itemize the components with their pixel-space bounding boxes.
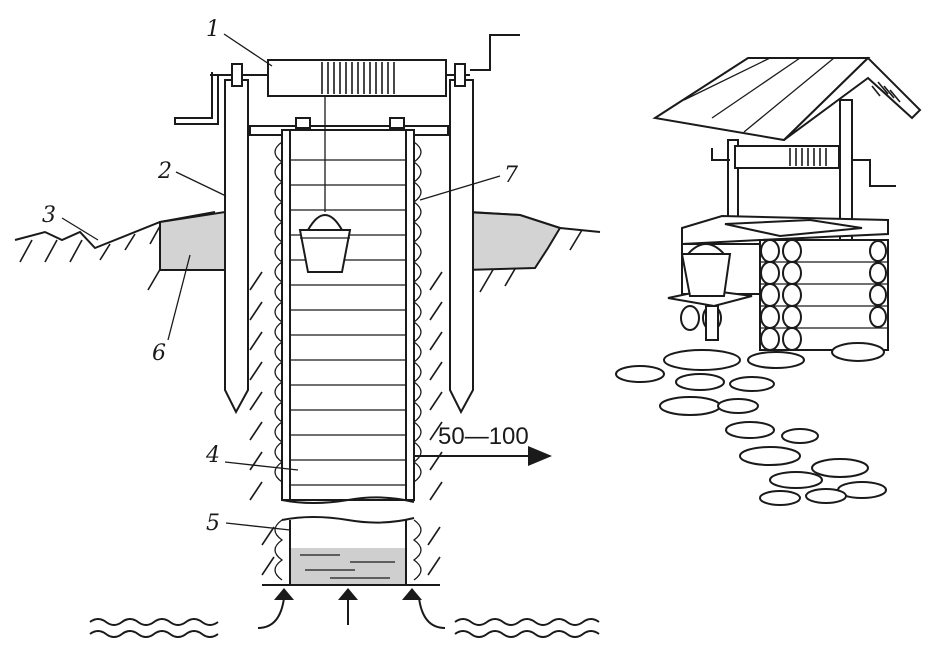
callout-7: 7 (504, 163, 518, 188)
support-posts (224, 79, 474, 415)
stepping-stones (615, 342, 887, 506)
well-shaft (281, 129, 415, 504)
groundwater-inflow (89, 588, 600, 638)
dimension-arrow (414, 446, 552, 466)
callout-3: 3 (42, 203, 56, 228)
water-intake-section (262, 516, 440, 586)
well-house-illustration (615, 56, 922, 506)
well-cross-section: 50—100 1 2 3 4 5 6 7 (14, 17, 601, 638)
soil-hatching (249, 271, 443, 576)
log-lining (274, 141, 422, 581)
callout-5: 5 (206, 511, 220, 536)
callout-6: 6 (152, 341, 166, 366)
dimension-label: 50—100 (438, 423, 529, 450)
callout-leaders (61, 33, 501, 531)
callout-4: 4 (205, 443, 220, 468)
callout-2: 2 (157, 159, 172, 184)
callout-1: 1 (206, 17, 220, 42)
clay-castle (159, 210, 562, 272)
bucket (298, 96, 352, 273)
windlass-drum (174, 34, 520, 125)
roof (652, 56, 922, 142)
